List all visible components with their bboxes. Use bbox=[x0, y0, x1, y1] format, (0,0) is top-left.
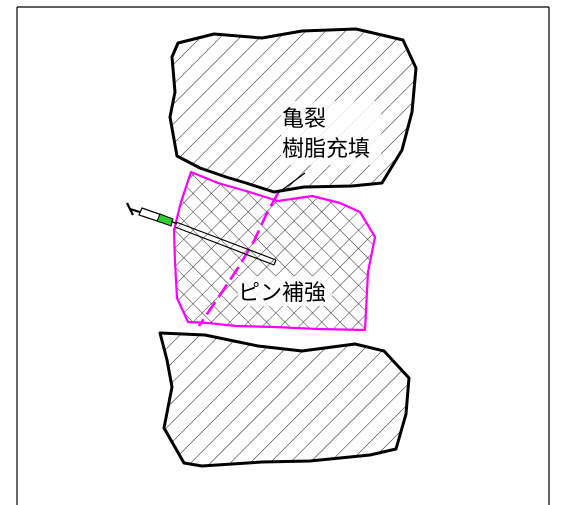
crack-label-leader bbox=[277, 172, 306, 194]
pin-label: ピン補強 bbox=[238, 276, 332, 306]
crack-label-line2: 樹脂充填 bbox=[282, 137, 370, 162]
crack-label-line1: 亀裂 bbox=[282, 107, 326, 132]
reinforcement-pin bbox=[174, 221, 277, 266]
frame bbox=[16, 6, 550, 505]
resin-filled-zone bbox=[172, 170, 377, 332]
lower-concrete-block bbox=[158, 331, 411, 468]
injection-syringe bbox=[126, 202, 178, 227]
crack-resin-label: 亀裂 樹脂充填 bbox=[281, 101, 381, 165]
crack-line bbox=[197, 192, 280, 327]
pin-reinforcement-label: ピン補強 bbox=[238, 281, 326, 306]
